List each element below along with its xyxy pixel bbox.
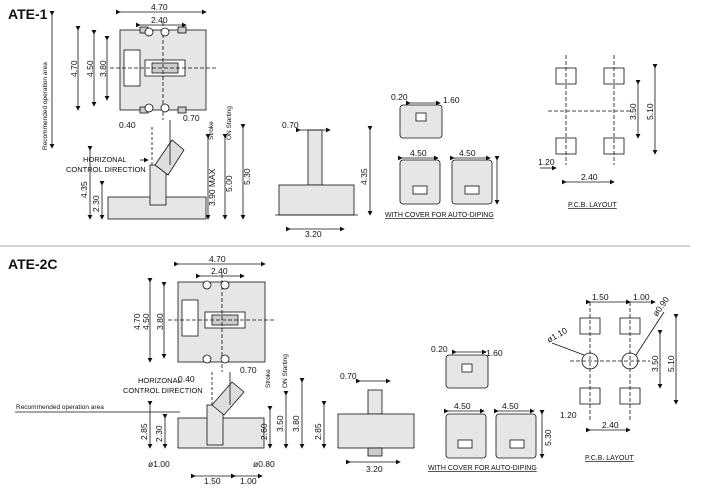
ate1-pcb-120: 1.20 xyxy=(538,157,555,167)
ate2c-cover-160: 1.60 xyxy=(486,348,503,358)
ate2c-dim-left-450: 4.50 xyxy=(141,313,151,330)
ate1-dim-435: 4.35 xyxy=(79,181,89,198)
ate1-side-view-main xyxy=(87,120,246,220)
ate2c-pcb-350: 3.50 xyxy=(650,355,660,372)
ate1-stroke-label: Stroke xyxy=(208,121,215,140)
ate1-cover-caption: WITH COVER FOR AUTO-DIPING xyxy=(385,212,494,219)
ate1-cover-020: 0.20 xyxy=(391,92,408,102)
ate2c-cover-450a: 4.50 xyxy=(454,401,471,411)
ate2c-dim-230: 2.30 xyxy=(154,425,164,442)
ate2c-cover-020: 0.20 xyxy=(431,344,448,354)
ate1-dim-left-470: 4.70 xyxy=(69,60,79,77)
ate2c-top-view xyxy=(147,261,275,372)
ate2c-dim-top-470: 4.70 xyxy=(209,254,226,264)
ate2c-horizonal-label: HORIZONAL xyxy=(138,376,182,385)
ate1-dim-500: 5.00 xyxy=(224,175,234,192)
ate1-dim-left-450: 4.50 xyxy=(85,60,95,77)
ate2c-pcb-150: 1.50 xyxy=(592,292,609,302)
ate2c-dim-350: 3.50 xyxy=(275,415,285,432)
ate2c-dim-150: 1.50 xyxy=(204,476,221,486)
ate2c-pcb-caption: P.C.B. LAYOUT xyxy=(585,455,634,462)
ate2c-side-view-main xyxy=(15,372,305,479)
ate2c-dim-070: 0.70 xyxy=(240,365,257,375)
ate2c-dim-380: 3.80 xyxy=(291,415,301,432)
ate2c-sideview-070: 0.70 xyxy=(340,371,357,381)
ate1-dim-040: 0.40 xyxy=(119,120,136,130)
ate1-dim-530: 5.30 xyxy=(242,168,252,185)
ate2c-sideview-285: 2.85 xyxy=(313,423,323,440)
ate2c-on-starting-label: ON Starting xyxy=(282,354,289,388)
section-title-ate2c: ATE-2C xyxy=(8,256,58,272)
ate1-dim-070: 0.70 xyxy=(183,113,200,123)
ate2c-pcb-dia110: ø1.10 xyxy=(545,325,569,345)
ate2c-pcb-240: 2.40 xyxy=(602,420,619,430)
section-title-ate1: ATE-1 xyxy=(8,6,48,22)
ate2c-control-direction-label: CONTROL DIRECTION xyxy=(123,386,203,395)
ate2c-pcb-510: 5.10 xyxy=(666,355,676,372)
ate1-on-starting-label: ON Starting xyxy=(226,106,233,140)
ate1-dim-left-380: 3.80 xyxy=(98,60,108,77)
ate1-sideview-320: 3.20 xyxy=(305,229,322,239)
ate1-sideview-070: 0.70 xyxy=(282,120,299,130)
ate2c-dim-285: 2.85 xyxy=(139,423,149,440)
ate1-dim-top-240: 2.40 xyxy=(151,15,168,25)
ate2c-dim-040: 0.40 xyxy=(178,374,195,384)
ate1-top-view xyxy=(49,9,216,149)
ate1-dim-230: 2.30 xyxy=(91,195,101,212)
ate2c-pcb-100: 1.00 xyxy=(633,292,650,302)
ate1-side-view-right xyxy=(275,126,373,232)
ate1-pcb-350: 3.50 xyxy=(628,103,638,120)
ate2c-dim-100: 1.00 xyxy=(240,476,257,486)
ate1-dim-top-470: 4.70 xyxy=(151,2,168,12)
ate2c-dim-left-470: 4.70 xyxy=(132,313,142,330)
ate1-pcb-caption: P.C.B. LAYOUT xyxy=(568,202,617,209)
ate2c-dim-260: 2.60 xyxy=(259,423,269,440)
ate1-cover-160: 1.60 xyxy=(443,95,460,105)
ate1-cover-450a: 4.50 xyxy=(410,148,427,158)
ate2c-dim-dia080: ø0.80 xyxy=(253,459,275,469)
ate2c-sideview-320: 3.20 xyxy=(366,464,383,474)
ate1-control-direction-label: CONTROL DIRECTION xyxy=(66,165,146,174)
ate1-pcb-510: 5.10 xyxy=(645,103,655,120)
ate1-horizonal-label: HORIZONAL xyxy=(83,155,127,164)
ate1-cover-views xyxy=(398,100,500,205)
ate1-dim-390max: 3.90 MAX xyxy=(207,168,217,206)
ate1-pcb-layout xyxy=(540,55,658,185)
ate1-sideview-435: 4.35 xyxy=(359,168,369,185)
ate2c-dim-dia100: ø1.00 xyxy=(148,459,170,469)
ate2c-dim-top-240: 2.40 xyxy=(211,266,228,276)
ate2c-cover-450b: 4.50 xyxy=(502,401,519,411)
ate2c-recommended-label: Recommended operation area xyxy=(16,404,104,411)
ate1-recommended-label: Recommended operation area xyxy=(42,62,49,150)
ate2c-cover-530: 5.30 xyxy=(543,429,553,446)
ate2c-pcb-dia090: ø0.90 xyxy=(650,294,671,318)
ate2c-cover-caption: WITH COVER FOR AUTO-DIPING xyxy=(428,465,537,472)
ate1-pcb-240: 2.40 xyxy=(581,172,598,182)
ate2c-pcb-layout xyxy=(551,299,679,433)
ate2c-stroke-label: Stroke xyxy=(265,369,272,388)
ate1-cover-450b: 4.50 xyxy=(459,148,476,158)
ate2c-pcb-120: 1.20 xyxy=(560,410,577,420)
ate2c-side-view-right xyxy=(321,378,415,465)
ate2c-cover-views xyxy=(444,349,545,459)
ate2c-dim-left-380: 3.80 xyxy=(155,313,165,330)
